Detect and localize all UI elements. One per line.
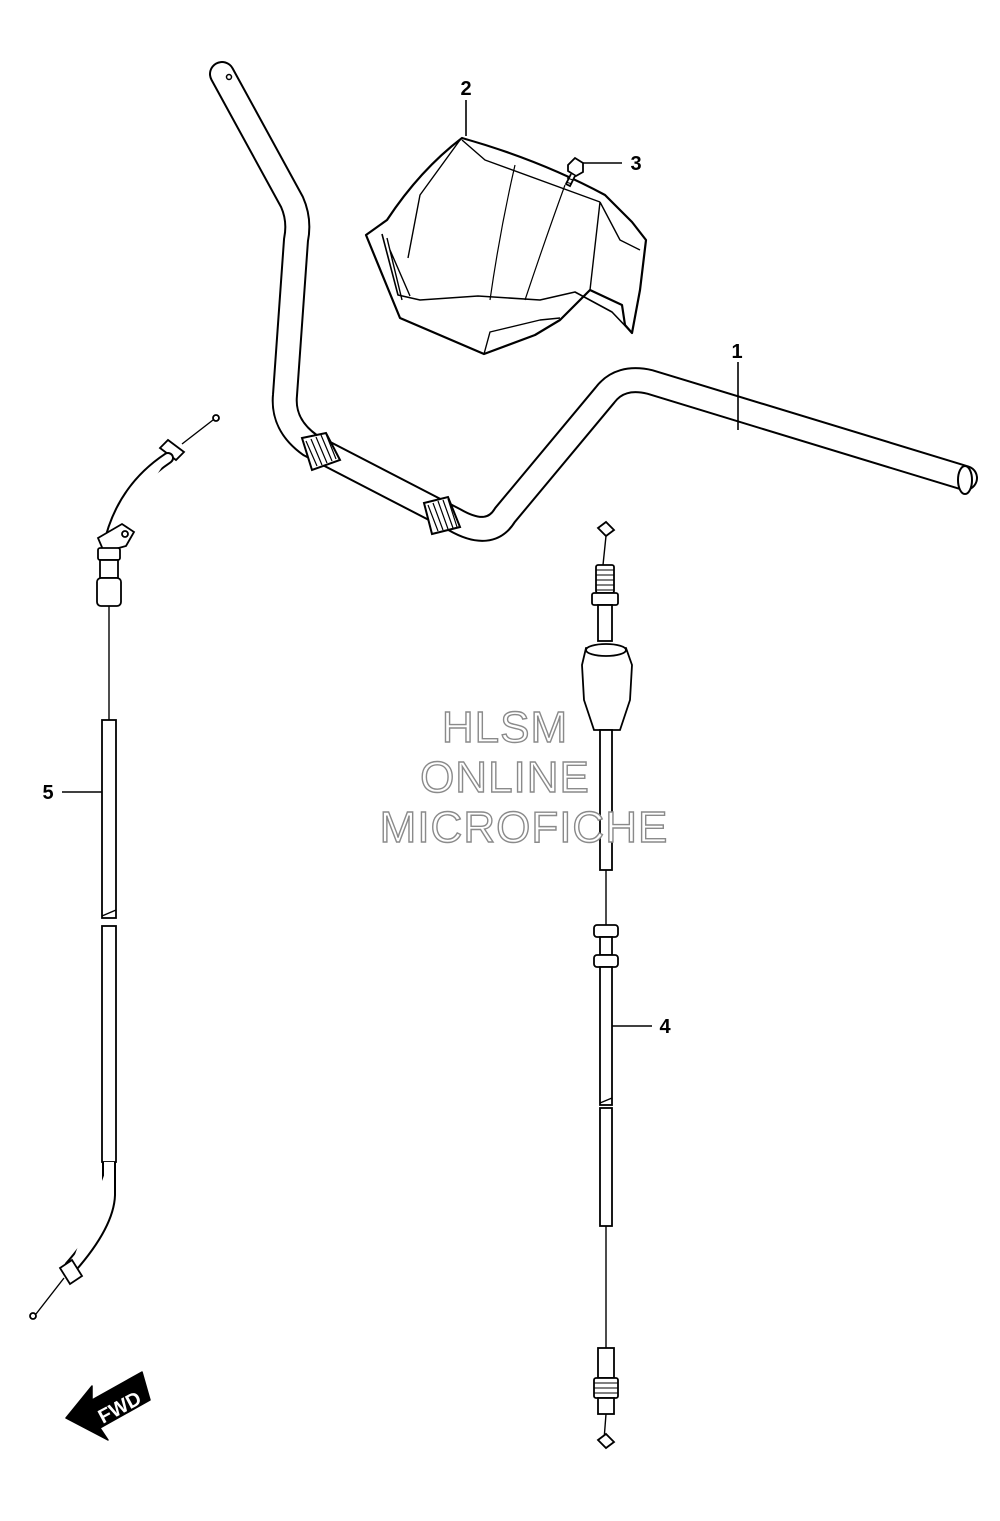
- callout-3: 3: [630, 153, 641, 175]
- watermark-line-1: HLSM: [442, 703, 568, 752]
- leader-lines: [62, 100, 739, 1027]
- cable-right: [581, 520, 633, 1450]
- callout-2: 2: [460, 78, 471, 100]
- knurl-left: [300, 431, 342, 472]
- screw: [564, 156, 584, 188]
- watermark-line-2: ONLINE: [420, 753, 590, 802]
- handlebar: [209, 61, 978, 542]
- callout-1: 1: [731, 341, 742, 363]
- watermark-line-3: MICROFICHE: [380, 803, 669, 852]
- callout-5: 5: [42, 782, 53, 804]
- knurl-right: [422, 495, 462, 536]
- cable-left: [29, 414, 220, 1320]
- handlebar-cover: [364, 136, 648, 356]
- watermark: HLSM ONLINE MICROFICHE: [379, 702, 669, 852]
- callout-4: 4: [659, 1016, 671, 1038]
- fwd-arrow-icon: FWD: [65, 1371, 151, 1441]
